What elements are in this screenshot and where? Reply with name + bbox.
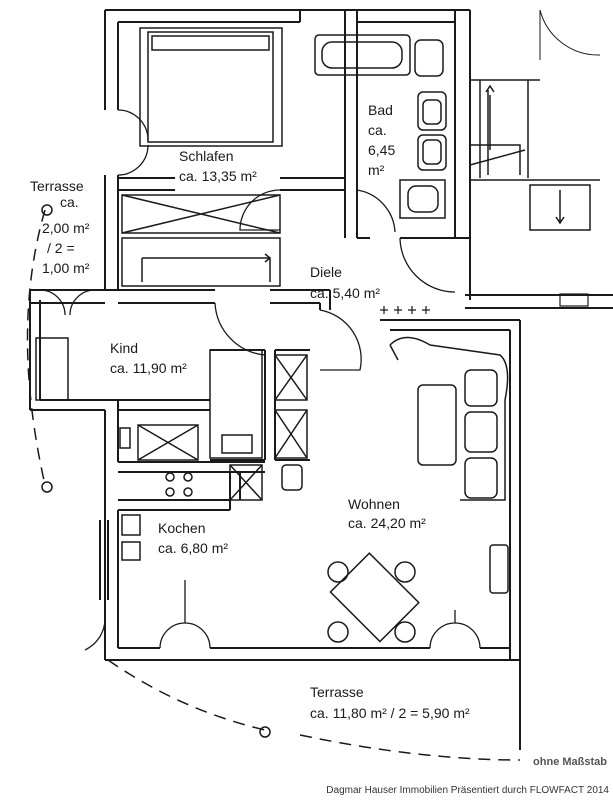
room-area-terrasse-small-line2: 2,00 m² [42, 220, 90, 236]
room-name-bad: Bad [368, 102, 393, 118]
terrace-outline [26, 209, 521, 761]
terrace-posts [41, 204, 271, 738]
kitchen-fixtures [121, 464, 263, 561]
doors [39, 109, 481, 651]
staircase [469, 9, 601, 231]
living-furniture [327, 336, 509, 643]
room-area-schlafen: ca. 13,35 m² [179, 168, 257, 184]
room-area-terrasse-large: ca. 11,80 m² / 2 = 5,90 m² [310, 705, 470, 721]
outer-walls [29, 9, 613, 750]
room-name-terrasse-small: Terrasse [30, 178, 84, 194]
wardrobe-bedroom [121, 194, 281, 287]
bathroom-fixtures [314, 34, 447, 219]
room-area-bad-line2: 6,45 [368, 142, 396, 158]
room-name-kind: Kind [110, 340, 139, 356]
room-name-kochen: Kochen [158, 520, 206, 536]
room-area-diele: ca. 5,40 m² [310, 285, 381, 301]
footer-credit: Dagmar Hauser Immobilien Präsentiert dur… [326, 785, 609, 796]
room-area-kochen: ca. 6,80 m² [158, 540, 229, 556]
room-area-terrasse-small-line3: / 2 = [47, 240, 75, 256]
scale-note: ohne Maßstab [533, 756, 607, 768]
room-area-bad-line3: m² [368, 162, 385, 178]
wall-marks [380, 293, 589, 314]
room-area-terrasse-small-line4: 1,00 m² [42, 260, 90, 276]
room-area-bad-line1: ca. [368, 122, 387, 138]
bed [139, 27, 283, 147]
room-area-terrasse-small-line1: ca. [60, 194, 79, 210]
room-area-kind: ca. 11,90 m² [110, 360, 187, 376]
room-name-wohnen: Wohnen [348, 496, 400, 512]
room-area-wohnen: ca. 24,20 m² [348, 515, 426, 531]
kind-furniture [35, 337, 263, 461]
shelves [274, 354, 308, 491]
room-name-diele: Diele [310, 264, 342, 280]
room-name-terrasse-large: Terrasse [310, 684, 364, 700]
room-name-schlafen: Schlafen [179, 148, 234, 164]
